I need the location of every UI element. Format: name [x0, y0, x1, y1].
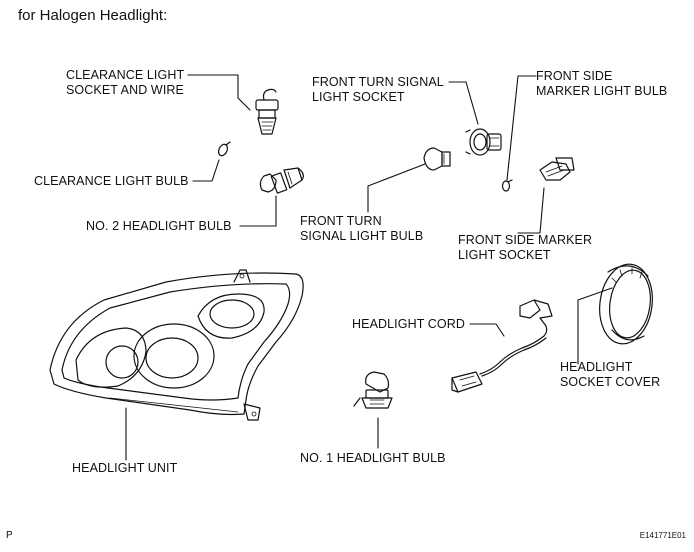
leader-socket-cover — [577, 287, 613, 365]
leader-no2-bulb — [239, 195, 277, 227]
leader-side-marker-socket — [517, 187, 545, 234]
label-clearance-bulb: CLEARANCE LIGHT BULB — [34, 174, 189, 188]
no2-bulb-icon — [259, 167, 304, 194]
label-no2-bulb: NO. 2 HEADLIGHT BULB — [86, 219, 232, 233]
label-no1-bulb: NO. 1 HEADLIGHT BULB — [300, 451, 446, 465]
label-side-marker-socket: FRONT SIDE MARKER LIGHT SOCKET — [458, 233, 593, 262]
side-marker-bulb-icon — [501, 179, 513, 192]
label-side-marker-bulb: FRONT SIDE MARKER LIGHT BULB — [536, 69, 668, 98]
label-turn-socket: FRONT TURN SIGNAL LIGHT SOCKET — [312, 75, 444, 104]
figure-code: E141771E01 — [639, 531, 686, 540]
leader-side-marker-bulb — [506, 75, 537, 181]
leader-lines — [125, 74, 613, 461]
label-headlight-unit: HEADLIGHT UNIT — [72, 461, 178, 475]
label-socket-cover: HEADLIGHT SOCKET COVER — [560, 360, 661, 389]
turn-bulb-icon — [423, 147, 451, 171]
headlight-unit-icon — [49, 269, 304, 421]
corner-mark-left: P — [6, 530, 13, 541]
turn-socket-icon — [465, 128, 502, 156]
side-marker-socket-icon — [539, 157, 575, 181]
clearance-bulb-icon — [217, 141, 231, 157]
leader-turn-socket — [448, 81, 479, 125]
leader-headlight-cord — [469, 323, 505, 337]
label-headlight-cord: HEADLIGHT CORD — [352, 317, 465, 331]
no1-bulb-icon — [353, 371, 393, 409]
label-clearance-socket: CLEARANCE LIGHT SOCKET AND WIRE — [66, 68, 185, 97]
socket-cover-icon — [599, 263, 653, 345]
label-turn-bulb: FRONT TURN SIGNAL LIGHT BULB — [300, 214, 424, 243]
diagram-title: for Halogen Headlight: — [18, 7, 168, 24]
leader-clearance-bulb — [192, 159, 220, 182]
leader-clearance-socket — [187, 74, 251, 111]
clearance-socket-icon — [255, 88, 279, 135]
leader-turn-bulb — [367, 163, 426, 213]
headlight-cord-icon — [451, 299, 553, 393]
